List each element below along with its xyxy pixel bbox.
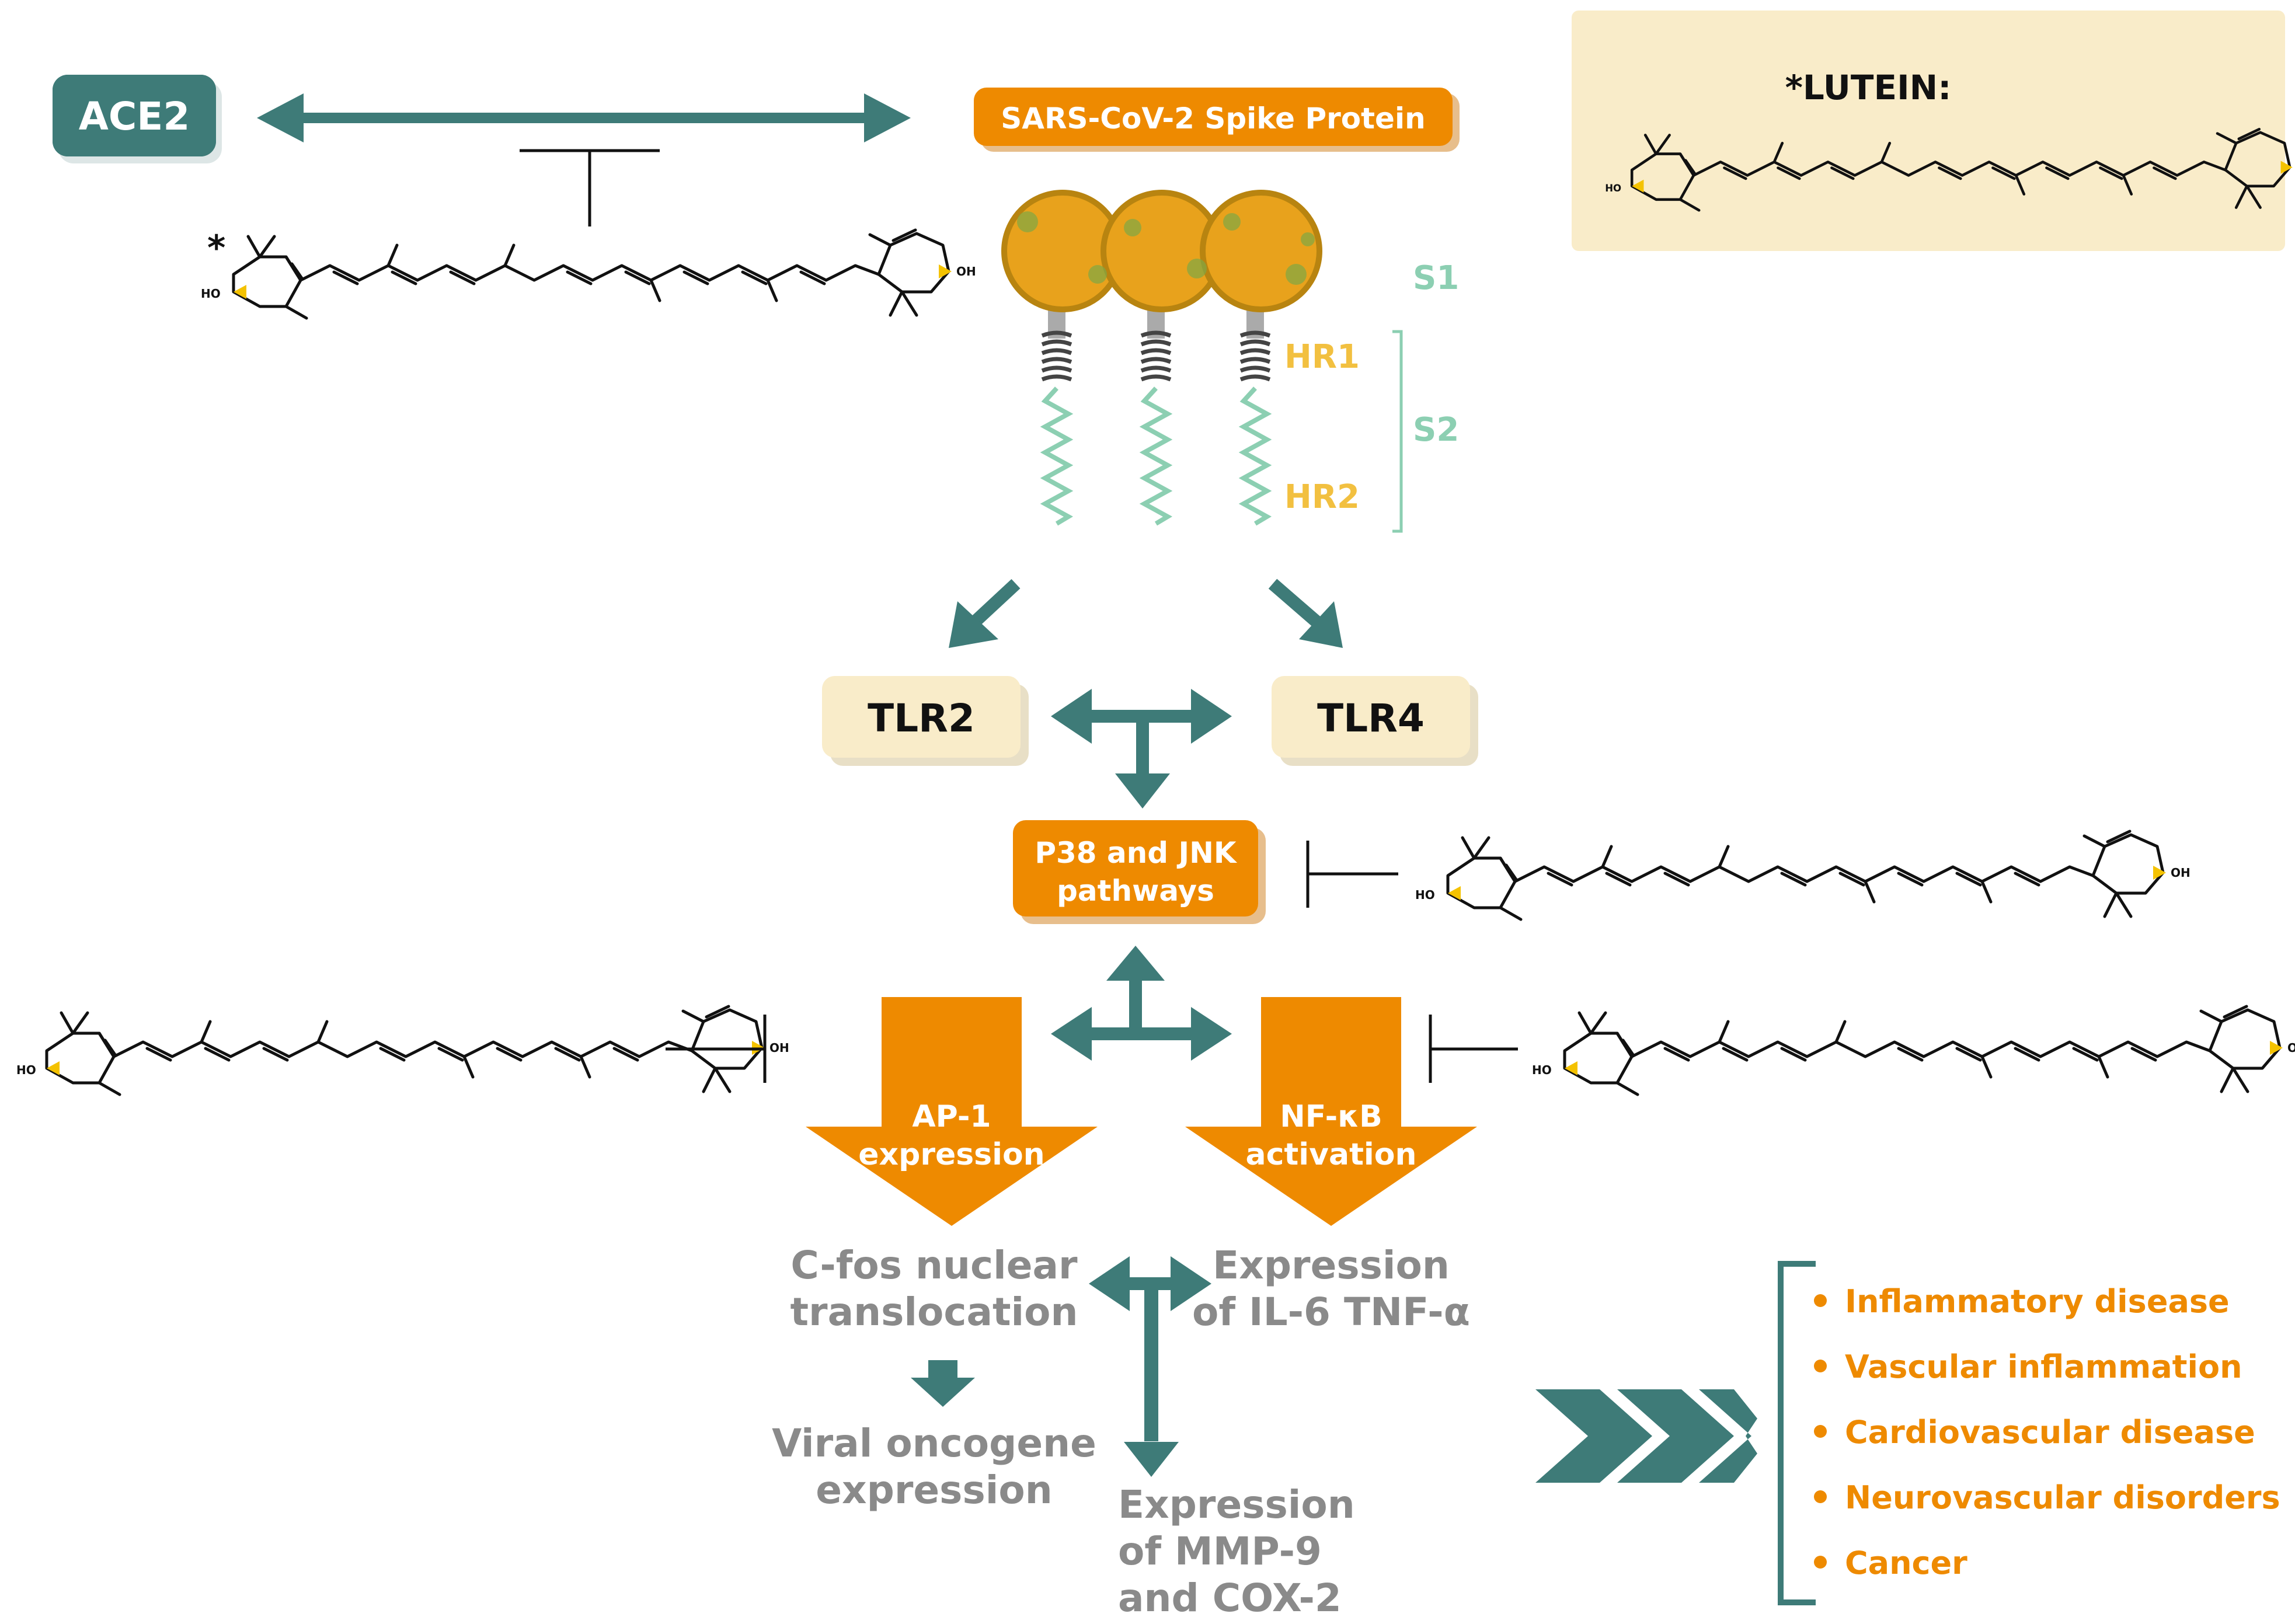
cfos-label-line2: translocation — [790, 1290, 1078, 1334]
bullet-icon — [1814, 1294, 1827, 1307]
il6-label-line1: Expression — [1213, 1243, 1450, 1288]
ap1-inhibition — [666, 1015, 767, 1083]
ap1-label-line2: expression — [858, 1137, 1044, 1172]
oh-label: OH — [2287, 1041, 2295, 1055]
s2-bracket — [1392, 330, 1403, 533]
oh-label: OH — [769, 1041, 789, 1055]
lutein-legend-box — [1572, 11, 2285, 251]
hr1-label: HR1 — [1284, 338, 1360, 376]
spike-trimer-icon — [1001, 190, 1322, 526]
disease-item: Cardiovascular disease — [1845, 1414, 2255, 1451]
p38-inhibition — [1306, 841, 1398, 908]
disease-item: Cancer — [1845, 1545, 1967, 1581]
lutein-structure-right: HO OH — [1532, 1006, 2295, 1095]
s2-label: S2 — [1413, 411, 1459, 449]
mmp-label-line2: of MMP-9 — [1118, 1529, 1322, 1574]
oh-label: OH — [2171, 866, 2190, 880]
disease-list: Inflammatory disease Vascular inflammati… — [1814, 1283, 2280, 1581]
spike-protein-label: SARS-CoV-2 Spike Protein — [1001, 102, 1425, 135]
p38-jnk-label-line1: P38 and JNK — [1035, 836, 1238, 870]
nfkb-label-line1: NF-κB — [1280, 1099, 1382, 1134]
disease-item: Inflammatory disease — [1845, 1283, 2230, 1320]
lutein-structure-top: HO OH — [201, 230, 976, 318]
spike-to-tlr-arrows — [949, 578, 1343, 648]
ho-label: HO — [1532, 1063, 1552, 1077]
hr2-label: HR2 — [1284, 478, 1360, 516]
p38-jnk-box — [1013, 820, 1258, 916]
tlr2-label: TLR2 — [868, 696, 975, 741]
nfkb-label-line2: activation — [1245, 1137, 1416, 1172]
disease-item: Vascular inflammation — [1845, 1348, 2242, 1385]
mmp-label-line1: Expression — [1118, 1482, 1355, 1527]
cfos-to-onco-arrow — [911, 1360, 975, 1407]
bullet-icon — [1814, 1425, 1827, 1438]
nfkb-arrow — [1185, 997, 1477, 1226]
ap1-label-line1: AP-1 — [912, 1099, 991, 1134]
lutein-structure-legend: HO OH — [1605, 129, 2293, 210]
lutein-title: *LUTEIN: — [1785, 68, 1952, 107]
p38-three-way-arrow — [1051, 946, 1232, 1061]
tlr-three-way-arrow — [1051, 689, 1232, 808]
tlr2-box — [822, 676, 1021, 758]
lutein-marker: * — [207, 228, 225, 269]
chevrons-icon — [1535, 1389, 1757, 1483]
spike-protein-box — [974, 88, 1453, 146]
ho-label: HO — [1415, 888, 1435, 902]
ace2-spike-double-arrow — [257, 93, 911, 142]
ho-label: HO — [16, 1063, 36, 1077]
ace2-label: ACE2 — [79, 94, 190, 139]
oh-label: OH — [956, 264, 976, 278]
mmp-label-line3: and COX-2 — [1118, 1576, 1342, 1620]
ho-label: HO — [1605, 183, 1621, 194]
outcomes-three-way-arrow — [1089, 1256, 1211, 1477]
bullet-icon — [1814, 1360, 1827, 1372]
disease-item: Neurovascular disorders — [1845, 1479, 2280, 1516]
tlr4-box — [1272, 676, 1470, 758]
tlr4-label: TLR4 — [1317, 696, 1425, 741]
nfkb-inhibition — [1429, 1015, 1518, 1083]
onco-label-line2: expression — [816, 1468, 1052, 1513]
bullet-icon — [1814, 1556, 1827, 1569]
bullet-icon — [1814, 1490, 1827, 1503]
onco-label-line1: Viral oncogene — [772, 1421, 1096, 1466]
cfos-label-line1: C-fos nuclear — [790, 1243, 1078, 1288]
il6-label-line2: of IL-6 TNF-α — [1192, 1290, 1470, 1334]
lutein-structure-p38: HO OH — [1415, 831, 2190, 919]
s1-label: S1 — [1413, 259, 1459, 297]
p38-jnk-label-line2: pathways — [1057, 874, 1214, 908]
ap1-arrow — [806, 997, 1098, 1226]
disease-bracket — [1778, 1261, 1816, 1605]
ho-label: HO — [201, 287, 221, 301]
ace2-inhibition — [520, 149, 660, 226]
